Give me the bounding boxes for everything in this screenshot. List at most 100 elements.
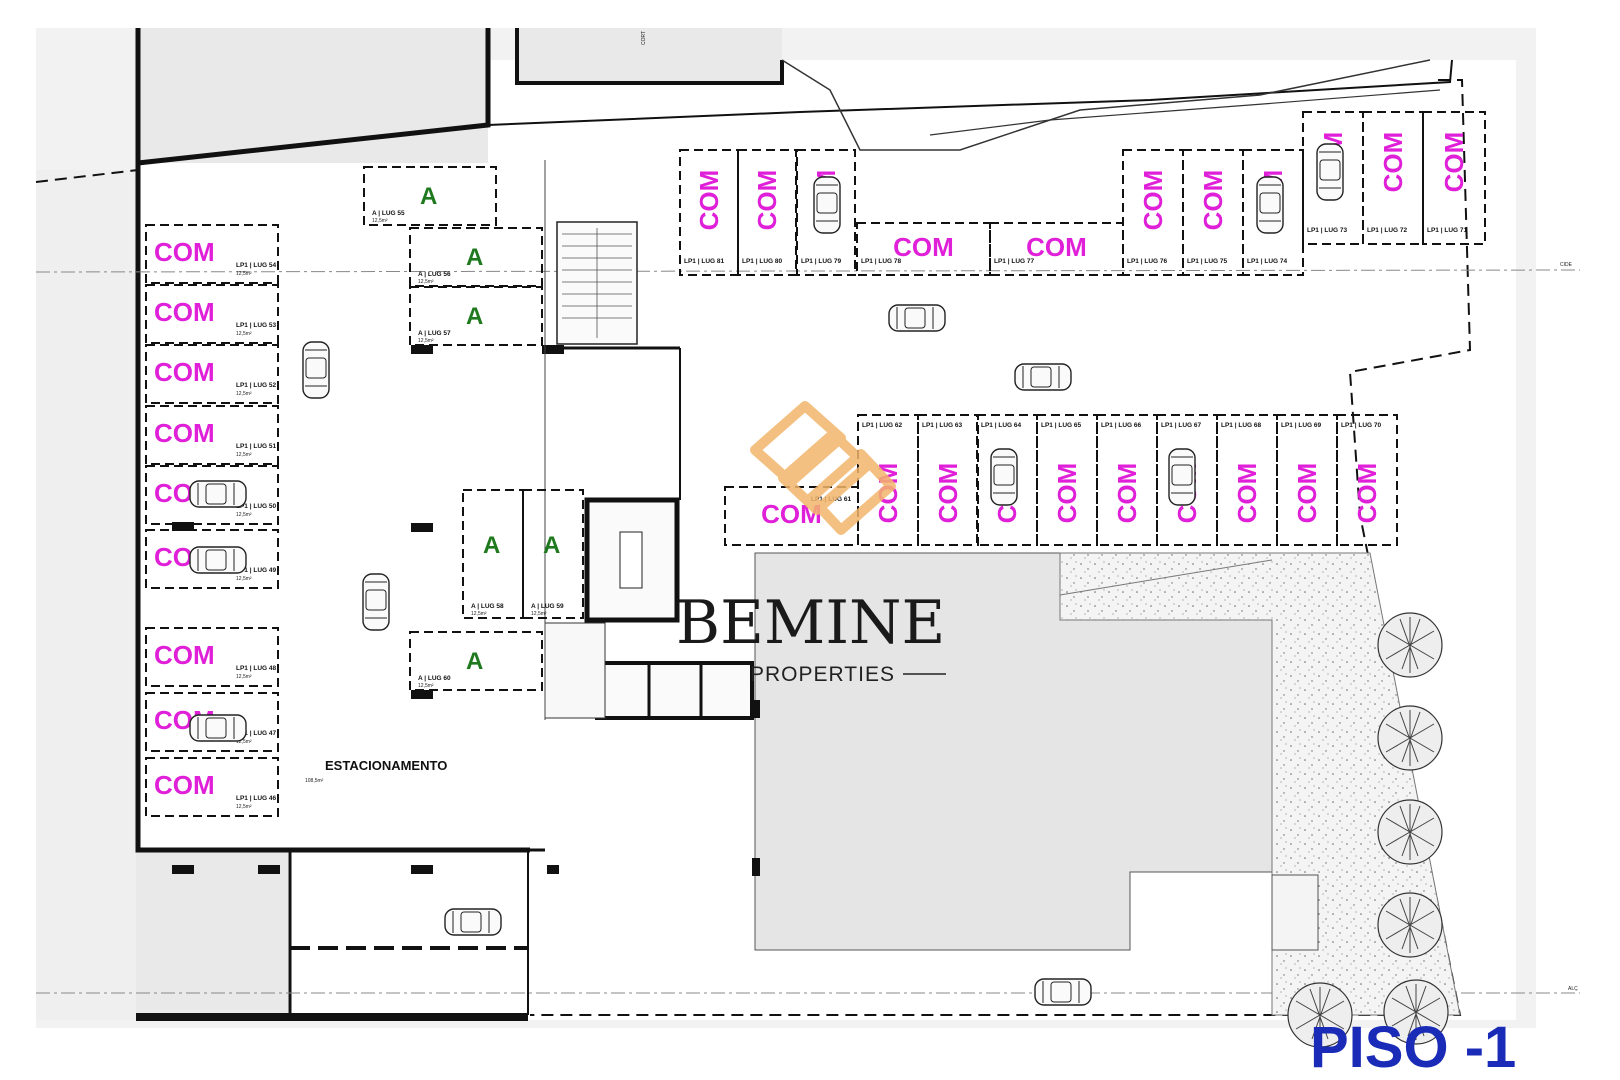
space-lp: LP1 | LUG 79 (801, 258, 841, 265)
bottom-wall (136, 1013, 528, 1021)
parking-space-resident (409, 631, 543, 691)
top-boundary (487, 59, 1453, 126)
space-label: COM (1232, 463, 1262, 524)
space-area: 12,5m² (531, 611, 547, 617)
car-icon (1014, 363, 1072, 391)
parking-space (1182, 149, 1244, 276)
space-lp: LP1 | LUG 66 (1101, 422, 1141, 429)
space-area: 12,5m² (236, 331, 252, 337)
space-label: COM (154, 770, 215, 800)
parking-space-resident (409, 286, 543, 346)
car-icon (1316, 143, 1344, 201)
space-lp: LP1 | LUG 69 (1281, 422, 1321, 429)
tree-icon (1377, 892, 1443, 958)
space-label: COM (154, 237, 215, 267)
space-label: COM (933, 463, 963, 524)
corridor (544, 622, 606, 719)
parking-space (976, 414, 1038, 546)
garden-strip (1059, 552, 1461, 1016)
left-parking-column: COM LP1 | LUG 54 12,5m² COM LP1 | LUG 53 12,5… (145, 224, 279, 817)
neighbour-block-bottom-left (136, 852, 288, 1017)
parking-space (145, 757, 279, 817)
street-label: CIDE (1560, 262, 1573, 268)
space-lp: LP1 | LUG 75 (1187, 258, 1227, 265)
space-area: 12,5m² (236, 512, 252, 518)
space-code: A | LUG 57 (418, 330, 451, 337)
north-road-edge (35, 169, 139, 183)
space-area: 12,5m² (236, 804, 252, 810)
space-area: 12,5m² (236, 271, 252, 277)
space-label: COM (154, 297, 215, 327)
space-label: A (466, 244, 483, 271)
space-lp: LP1 | LUG 53 (236, 322, 276, 329)
space-lp: LP1 | LUG 48 (236, 665, 276, 672)
space-lp: LP1 | LUG 81 (684, 258, 724, 265)
stair-inner (619, 531, 643, 589)
space-area: 12,5m² (236, 576, 252, 582)
space-lp: LP1 | LUG 78 (861, 258, 901, 265)
space-lp: LP1 | LUG 54 (236, 262, 276, 269)
parking-space-resident (522, 489, 584, 619)
tree-icon (1377, 799, 1443, 865)
parking-space (1096, 414, 1158, 546)
parking-space (796, 149, 856, 276)
space-label: COM (1378, 132, 1408, 193)
parking-space (1036, 414, 1098, 546)
space-label: A (420, 183, 437, 210)
space-label: COM (1026, 232, 1087, 262)
road-curve-2 (929, 89, 1441, 136)
space-lp: LP1 | LUG 63 (922, 422, 962, 429)
garden-steps (1271, 874, 1319, 951)
elevator-bank (595, 661, 754, 720)
space-area: 12,5m² (236, 391, 252, 397)
car-icon (990, 448, 1018, 506)
parking-area-label: ESTACIONAMENTO (325, 758, 447, 773)
left-strip (36, 170, 136, 1020)
stair-treads (562, 228, 632, 338)
parking-space (145, 224, 279, 284)
parking-space (917, 414, 979, 546)
space-label: COM (1052, 463, 1082, 524)
car-icon (189, 714, 247, 742)
space-label: A (543, 532, 560, 559)
parking-space (1336, 414, 1398, 546)
parking-space (737, 149, 797, 276)
car-icon (189, 546, 247, 574)
tree-icon (1377, 705, 1443, 771)
space-lp: LP1 | LUG 70 (1341, 422, 1381, 429)
street-label: CORT (641, 31, 647, 45)
space-label: COM (1352, 463, 1382, 524)
parking-space (1216, 414, 1278, 546)
space-area: 12,5m² (236, 452, 252, 458)
space-lp: LP1 | LUG 77 (994, 258, 1034, 265)
space-code: A | LUG 56 (418, 271, 451, 278)
car-icon (1168, 448, 1196, 506)
parking-space (1156, 414, 1218, 546)
brand-logo (750, 401, 896, 535)
space-lp: LP1 | LUG 51 (236, 443, 276, 450)
space-lp: LP1 | LUG 65 (1041, 422, 1081, 429)
floor-title: PISO -1 (1310, 1015, 1516, 1080)
space-label: COM (694, 170, 724, 231)
car-icon (444, 908, 502, 936)
tree-icon (1377, 612, 1443, 678)
brand-subtitle: PROPERTIES (750, 663, 895, 686)
space-label: A (466, 303, 483, 330)
parking-space (145, 465, 279, 525)
parking-space (1276, 414, 1338, 546)
parking-space-resident (462, 489, 524, 619)
space-label: COM (154, 418, 215, 448)
space-lp: LP1 | LUG 68 (1221, 422, 1261, 429)
space-lp: LP1 | LUG 76 (1127, 258, 1167, 265)
car-icon (302, 341, 330, 399)
space-lp: LP1 | LUG 67 (1161, 422, 1201, 429)
brand-name: BEMINE (676, 588, 945, 658)
space-lp: LP1 | LUG 72 (1367, 227, 1407, 234)
car-icon (1034, 978, 1092, 1006)
space-lp: LP1 | LUG 52 (236, 382, 276, 389)
space-lp: LP1 | LUG 73 (1307, 227, 1347, 234)
parking-space-resident (363, 166, 497, 226)
space-code: A | LUG 58 (471, 603, 504, 610)
